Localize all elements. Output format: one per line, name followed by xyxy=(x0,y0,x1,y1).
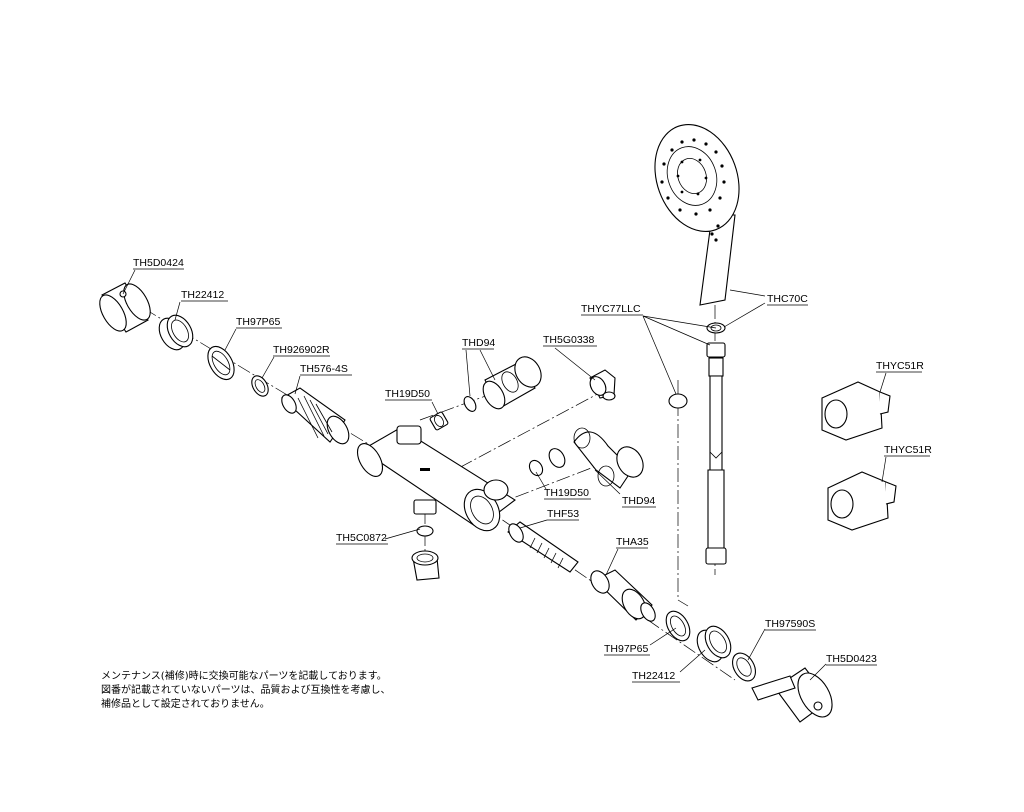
part-shower-head xyxy=(654,123,740,334)
label-th97590s: TH97590S xyxy=(765,618,815,630)
label-tha35: THA35 xyxy=(616,536,649,548)
label-th97p65-top: TH97P65 xyxy=(236,316,281,328)
label-th576-4s: TH576-4S xyxy=(300,363,348,375)
part-thyc51r-upper xyxy=(821,381,891,441)
label-th97p65-bottom: TH97P65 xyxy=(604,643,649,655)
part-th926902r xyxy=(251,375,269,397)
label-thd94-top: THD94 xyxy=(462,337,495,349)
label-th5g0338: TH5G0338 xyxy=(543,334,595,346)
part-th97590s xyxy=(731,652,757,682)
part-th576-4s xyxy=(281,387,350,445)
part-th5c0872 xyxy=(411,525,440,581)
label-th19d50-top: TH19D50 xyxy=(385,388,430,400)
label-th5d0424: TH5D0424 xyxy=(133,257,184,269)
part-th5d0423 xyxy=(751,667,833,723)
part-th5g0338 xyxy=(589,369,616,401)
note-line-1: メンテナンス(補修)時に交換可能なパーツを記載しております。 xyxy=(101,671,387,682)
note-line-3: 補修品として設定されておりません。 xyxy=(101,699,270,710)
label-thyc77llc: THYC77LLC xyxy=(581,303,641,315)
label-th5d0423: TH5D0423 xyxy=(826,653,877,665)
label-thc70c: THC70C xyxy=(767,293,808,305)
part-labels: TH5D0424 TH22412 TH97P65 TH926902R TH576… xyxy=(133,257,932,683)
part-th5d0424 xyxy=(99,282,151,333)
part-tha35 xyxy=(590,569,656,622)
part-th97p65-top xyxy=(207,345,235,381)
main-body xyxy=(356,425,516,532)
label-th22412-bottom: TH22412 xyxy=(632,670,675,682)
label-th19d50-mid: TH19D50 xyxy=(544,487,589,499)
spray-holes xyxy=(660,138,726,242)
maintenance-note: メンテナンス(補修)時に交換可能なパーツを記載しております。 図番が記載されてい… xyxy=(101,670,391,712)
label-thyc51r-b: THYC51R xyxy=(884,444,932,456)
part-thyc77llc-ring xyxy=(668,393,688,409)
leader-lines xyxy=(122,269,887,681)
label-thd94-mid: THD94 xyxy=(622,495,655,507)
label-th926902r: TH926902R xyxy=(273,344,330,356)
note-line-2: 図番が記載されていないパーツは、品質および互換性を考慮し、 xyxy=(101,685,391,696)
part-th19d50-top xyxy=(429,411,449,431)
part-thf53 xyxy=(507,521,579,573)
part-th22412-top xyxy=(158,314,194,351)
label-thf53: THF53 xyxy=(547,508,579,520)
part-thyc51r-lower xyxy=(827,471,897,531)
part-th97p65-bottom xyxy=(665,610,691,642)
part-thd94-mid xyxy=(528,427,644,489)
label-th5c0872: TH5C0872 xyxy=(336,532,387,544)
label-thyc51r-a: THYC51R xyxy=(876,360,924,372)
part-th22412-bottom xyxy=(696,625,732,663)
part-hose xyxy=(705,342,727,565)
label-th22412-top: TH22412 xyxy=(181,289,224,301)
part-thd94-top xyxy=(463,356,542,412)
